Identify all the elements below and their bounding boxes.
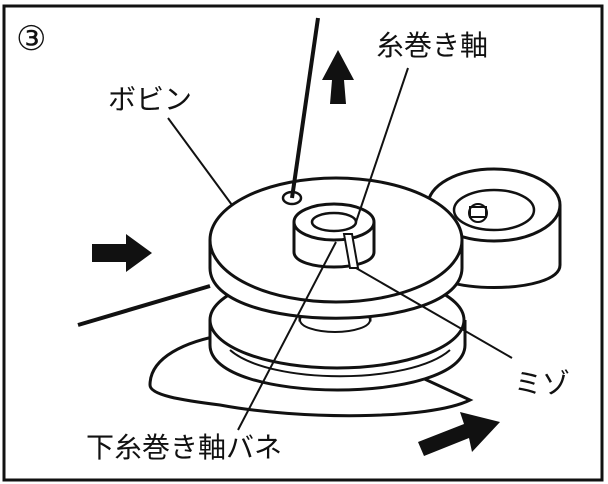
label-bobbin: ボビン xyxy=(108,83,193,116)
thread-vertical xyxy=(290,17,320,199)
arrow-up-icon xyxy=(322,50,354,104)
leader-bobbin xyxy=(167,117,233,206)
label-groove: ミゾ xyxy=(514,367,571,400)
arrow-upright-icon xyxy=(418,412,500,456)
step-number: ③ xyxy=(16,19,47,59)
label-winder-shaft: 糸巻き軸 xyxy=(376,29,489,62)
border-frame xyxy=(2,4,604,482)
winder-shaft xyxy=(292,202,376,269)
leader-groove xyxy=(355,267,513,359)
arrow-right-icon xyxy=(92,234,152,272)
leader-shaft xyxy=(355,67,409,223)
thread-horizontal xyxy=(77,284,211,327)
label-bobbin-winder-spring: 下糸巻き軸バネ xyxy=(86,431,283,464)
stopper-wheel xyxy=(426,167,562,289)
leader-spring xyxy=(237,241,337,431)
